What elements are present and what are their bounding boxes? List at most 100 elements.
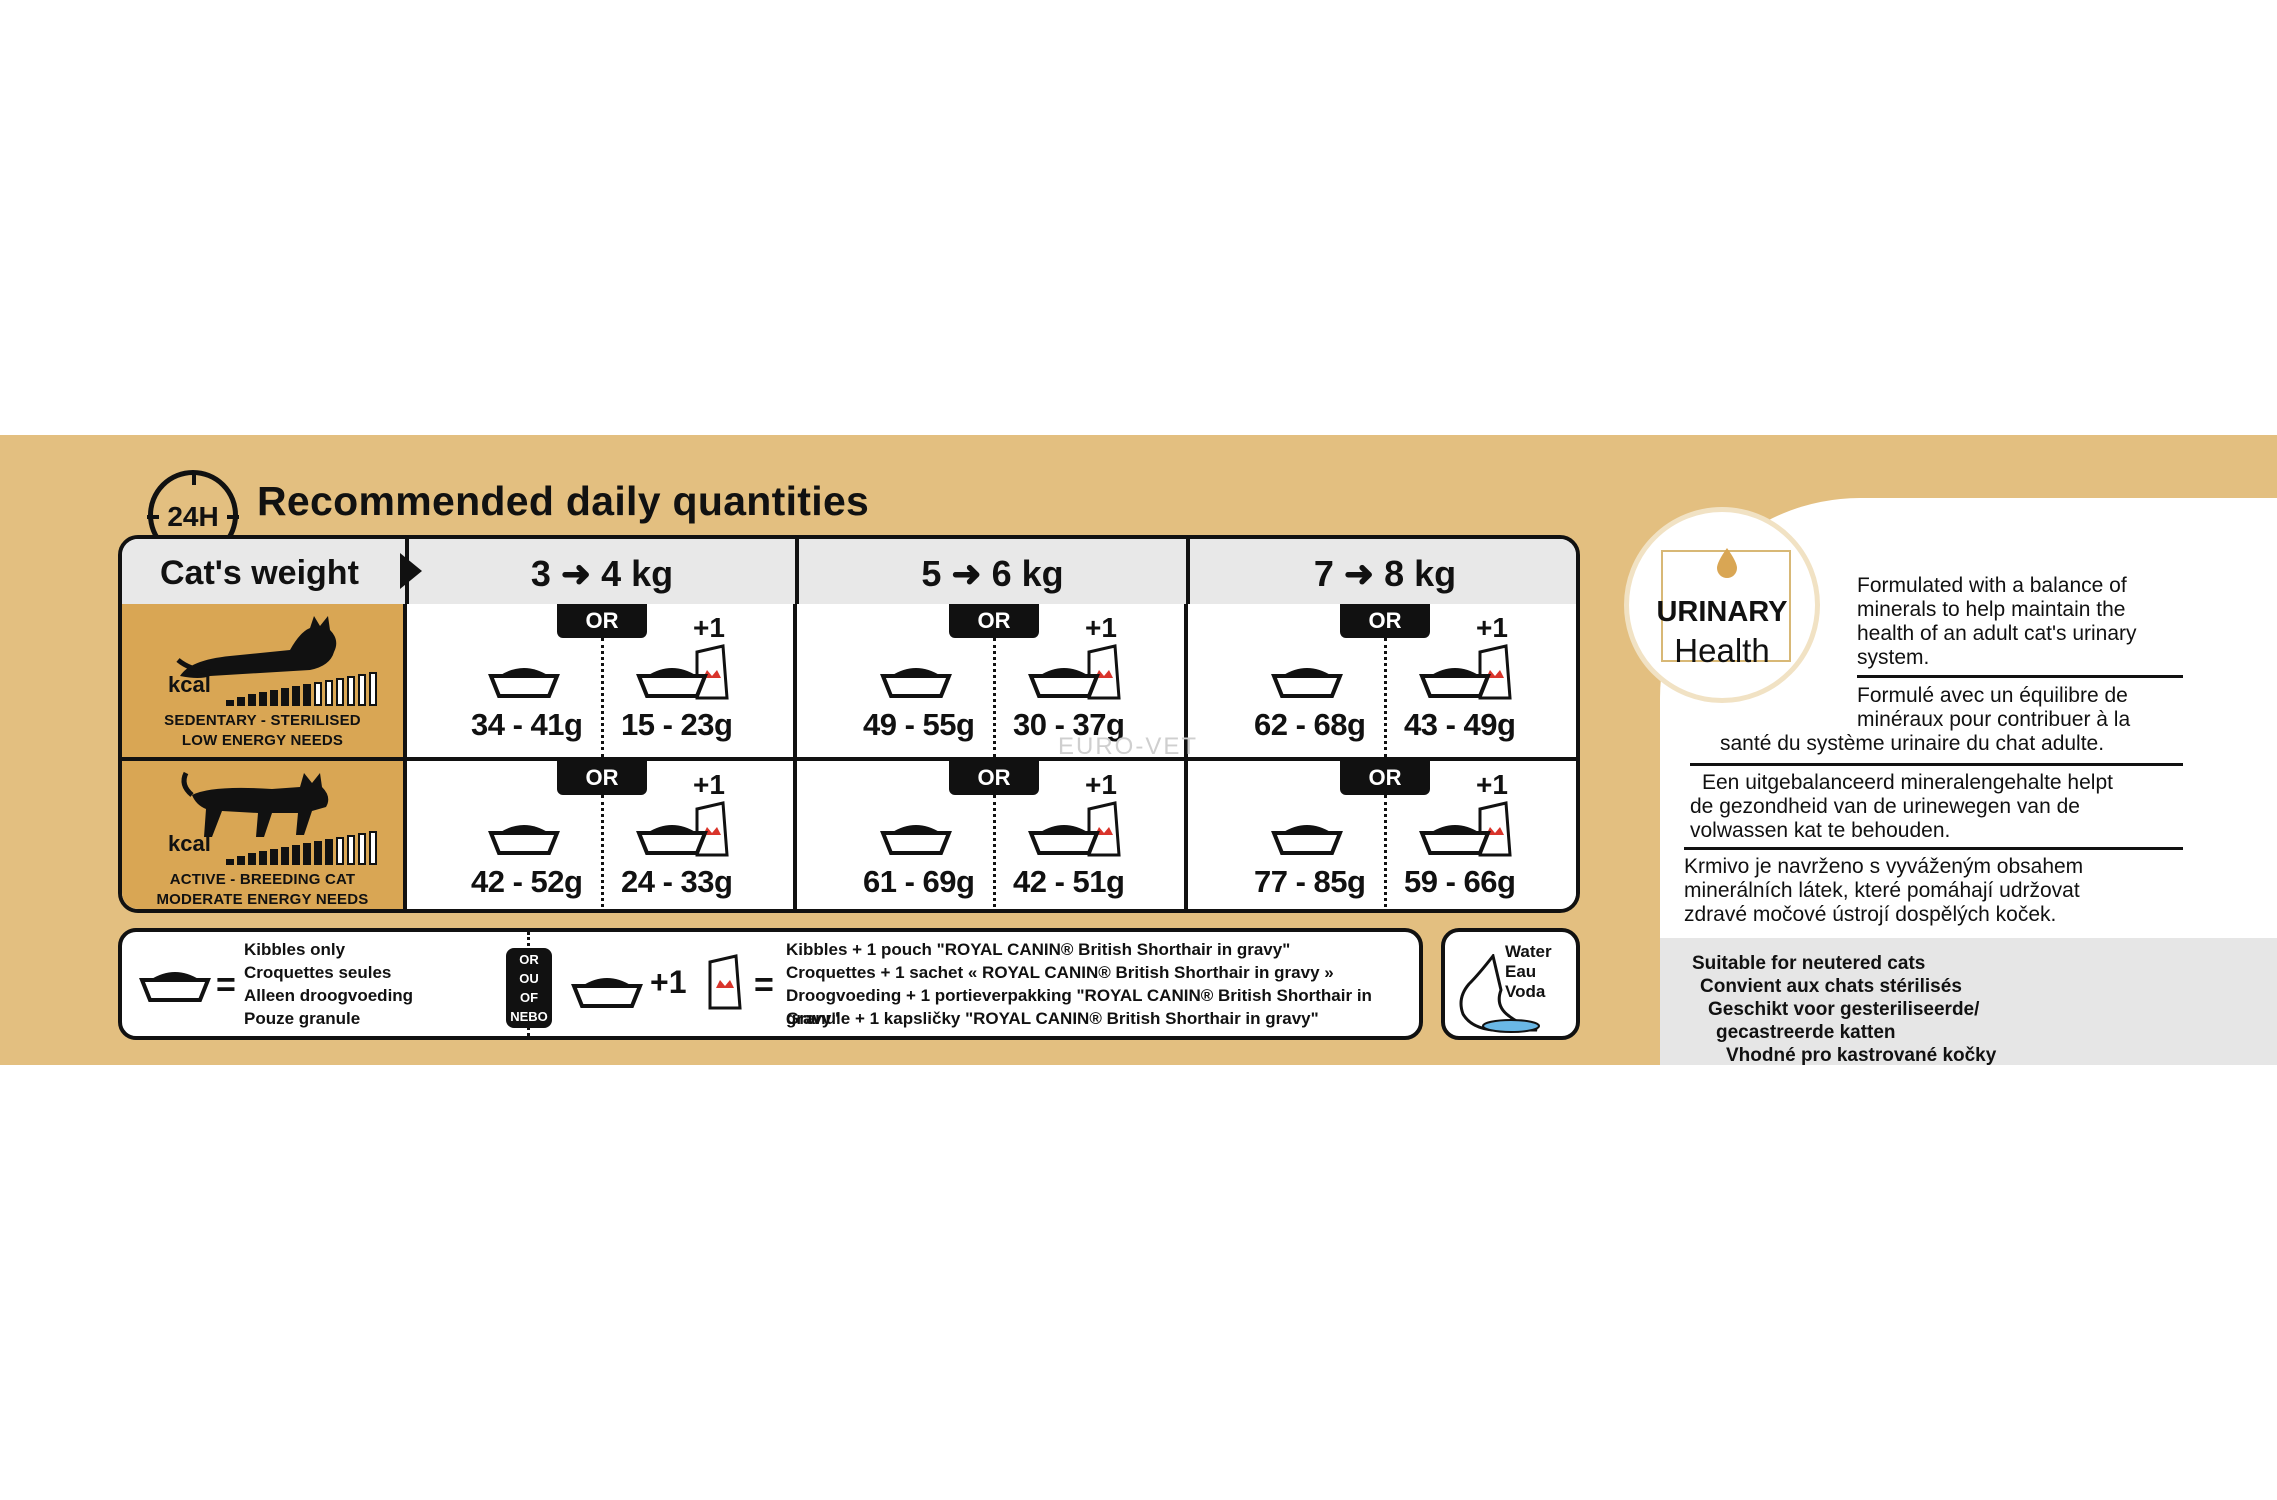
text-line: de gezondheid van de urinewegen van de (1690, 795, 2080, 818)
suitable-cz: Vhodné pro kastrované kočky (1726, 1045, 1997, 1066)
quantity-cell: OR 61 - 69g +1 42 - 51g (793, 761, 1186, 909)
kibble-amount: 77 - 85g (1254, 864, 1366, 899)
dotted-divider (601, 795, 604, 909)
suitable-en: Suitable for neutered cats (1692, 953, 1926, 974)
water-drop-icon (1717, 548, 1737, 578)
water-bowl-icon (1459, 954, 1540, 1033)
quantity-cell: OR 42 - 52g +1 24 - 33g (403, 761, 795, 909)
pouch-icon (695, 801, 729, 857)
plus-one-label: +1 (650, 964, 687, 1000)
equals-sign: = (754, 966, 774, 1004)
watermark: EURO-VET (1058, 733, 1199, 760)
or-badge: OR (557, 604, 647, 638)
panel-text-fr: Formulé avec un équilibre de minéraux po… (1857, 684, 2130, 732)
or-badge: OR (949, 604, 1039, 638)
divider-line (1690, 763, 2183, 766)
water-box: Water Eau Voda (1441, 928, 1580, 1040)
or-word: OF (519, 990, 539, 1005)
activity-label: ACTIVE - BREEDING CAT (169, 871, 356, 888)
mixed-amount: 59 - 66g (1404, 864, 1516, 899)
text-line: Formulated with a balance of (1857, 574, 2127, 597)
lying-cat-icon (176, 616, 337, 678)
water-labels: Water Eau Voda (1505, 942, 1552, 1002)
suitable-fr: Convient aux chats stérilisés (1700, 976, 1962, 997)
plus-one-label: +1 (1476, 612, 1508, 643)
legend-mixed-en: Kibbles + 1 pouch "ROYAL CANIN® British … (786, 940, 1291, 959)
mixed-amount: 43 - 49g (1404, 707, 1516, 742)
kcal-label: kcal (168, 831, 211, 856)
urinary-title: URINARY (1656, 596, 1788, 628)
or-multilang-badge: OR OU OF NEBO (506, 948, 552, 1028)
24h-label: 24H (167, 501, 219, 532)
water-label-cz: Voda (1505, 982, 1546, 1001)
kibble-bowl-icon (636, 825, 708, 855)
or-badge: OR (1340, 604, 1430, 638)
panel-text-cz: Krmivo je navrženo s vyváženým obsahem m… (1684, 855, 2083, 927)
energy-level-moderate-icon (226, 831, 377, 865)
dotted-divider (993, 638, 996, 757)
text-line: Krmivo je navrženo s vyváženým obsahem (1684, 855, 2084, 878)
legend-mixed-cz: Granule + 1 kapsličky "ROYAL CANIN® Brit… (786, 1009, 1319, 1028)
row-divider (122, 757, 1576, 761)
panel-text-en: Formulated with a balance of minerals to… (1857, 574, 2137, 670)
legend-box: = Kibbles only Croquettes seules Alleen … (118, 928, 1423, 1040)
weight-label: 7 ➜ 8 kg (1313, 553, 1457, 594)
text-line: Een uitgebalanceerd mineralengehalte hel… (1702, 771, 2113, 794)
plus-one-label: +1 (693, 612, 725, 643)
kibble-bowl-icon (880, 825, 952, 855)
kibble-bowl-icon (488, 668, 560, 698)
text-line: health of an adult cat's urinary (1857, 622, 2137, 645)
text-line: system. (1857, 646, 1930, 669)
page-title: Recommended daily quantities (257, 478, 870, 524)
cat-weight-header: Cat's weight (122, 539, 422, 604)
energy-level-low-icon (226, 672, 377, 706)
urinary-health-badge: URINARY Health (1624, 507, 1820, 703)
text-line: minéraux pour contribuer à la (1857, 708, 2131, 731)
quantity-cell: OR 49 - 55g +1 30 - 37g (793, 604, 1186, 757)
quantity-cell: OR 34 - 41g +1 15 - 23g (403, 604, 795, 757)
kibble-bowl-icon (636, 668, 708, 698)
text-line: volwassen kat te behouden. (1690, 819, 1951, 842)
text-line: minerals to help maintain the (1857, 598, 2126, 621)
pouch-icon (708, 954, 742, 1010)
or-word: OU (519, 971, 539, 986)
kibble-bowl-icon (880, 668, 952, 698)
kibble-amount: 34 - 41g (471, 707, 583, 742)
text-line: zdravé močové ústrojí dospělých koček. (1684, 903, 2057, 926)
legend-mixed-nl: Droogvoeding + 1 portieverpakking "ROYAL… (786, 986, 1372, 1028)
weight-label: 5 ➜ 6 kg (921, 553, 1064, 594)
weight-column-2: 5 ➜ 6 kg (795, 539, 1186, 604)
mixed-amount: 24 - 33g (621, 864, 733, 899)
legend-mixed-fr: Croquettes + 1 sachet « ROYAL CANIN® Bri… (786, 963, 1334, 982)
mixed-amount: 42 - 51g (1013, 864, 1125, 899)
row-label-active: kcal ACTIVE - BREEDING CAT MODERATE ENER… (122, 761, 407, 909)
legend-kibbles-nl: Alleen droogvoeding (244, 986, 414, 1005)
or-badge: OR (1340, 761, 1430, 795)
kibble-amount: 62 - 68g (1254, 707, 1366, 742)
kibble-bowl-icon (139, 972, 211, 1002)
kibble-bowl-icon (1271, 668, 1343, 698)
kibble-amount: 42 - 52g (471, 864, 583, 899)
quantity-cell: OR 62 - 68g +1 43 - 49g (1184, 604, 1576, 757)
row-label-sedentary: kcal SEDENTARY - STERILISED LOW ENERGY N… (122, 604, 407, 757)
plus-one-label: +1 (1085, 769, 1117, 800)
divider-line (1684, 847, 2183, 850)
kibble-bowl-icon (1419, 668, 1491, 698)
kibble-bowl-icon (1028, 825, 1100, 855)
table-header-row: Cat's weight 3 ➜ 4 kg 5 ➜ 6 kg 7 ➜ 8 kg (122, 539, 1576, 608)
suitable-box: Suitable for neutered cats Convient aux … (1660, 938, 2277, 1066)
divider-line (1857, 675, 2183, 678)
kibble-amount: 49 - 55g (863, 707, 975, 742)
dotted-divider (1384, 795, 1387, 909)
weight-column-1: 3 ➜ 4 kg (405, 539, 795, 604)
weight-column-3: 7 ➜ 8 kg (1186, 539, 1576, 604)
plus-one-label: +1 (1476, 769, 1508, 800)
kibble-amount: 61 - 69g (863, 864, 975, 899)
kibble-bowl-icon (488, 825, 560, 855)
kibble-bowl-icon (1028, 668, 1100, 698)
equals-sign: = (216, 966, 236, 1004)
cat-weight-label: Cat's weight (160, 554, 359, 592)
dotted-divider (1384, 638, 1387, 757)
mixed-amount: 15 - 23g (621, 707, 733, 742)
panel-text-nl: Een uitgebalanceerd mineralengehalte hel… (1690, 771, 2113, 843)
